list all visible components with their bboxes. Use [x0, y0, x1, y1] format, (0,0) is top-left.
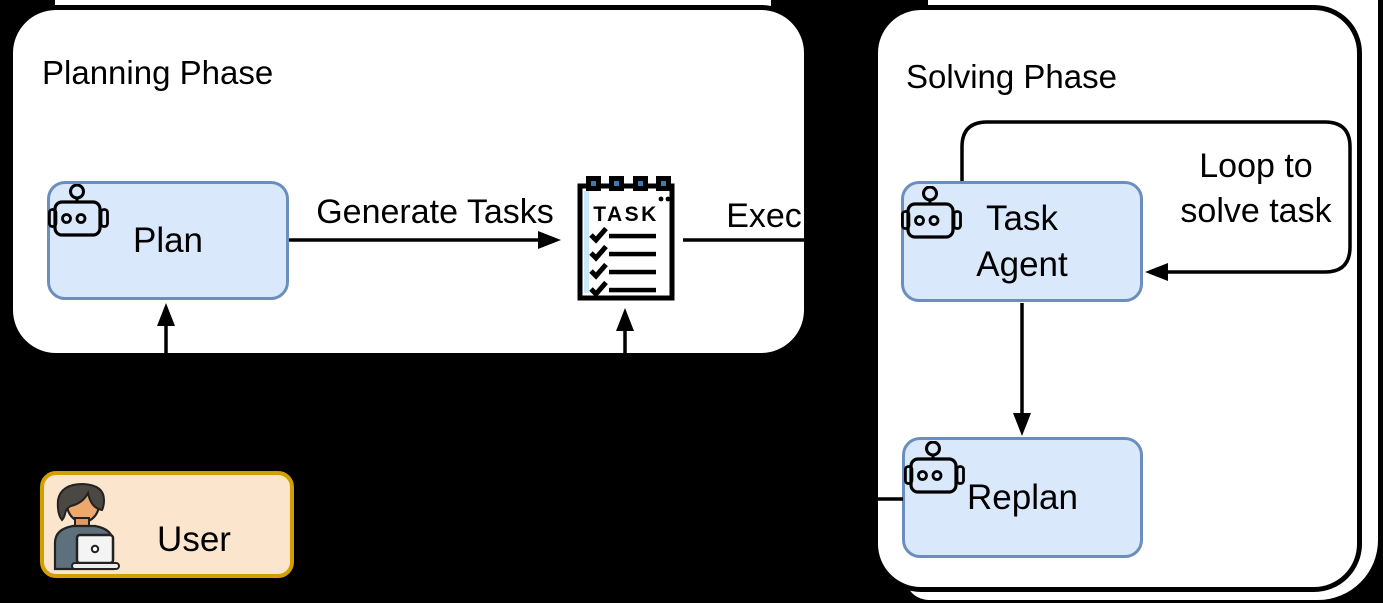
task-icon-header-text: TASK: [593, 203, 659, 226]
plan-node-label: Plan: [132, 220, 204, 260]
task-icon-checkmark: [589, 280, 608, 298]
cropped-white-edge-top-left: [55, 0, 771, 6]
task-icon-checkmark: [589, 262, 608, 280]
user-node: User: [40, 471, 294, 578]
task-icon-blue-strip: [584, 191, 589, 293]
task-list-icon: TASK: [577, 176, 675, 301]
task-icon-line: [609, 251, 656, 257]
task-icon-checkmark: [589, 244, 608, 262]
solving-phase-title: Solving Phase: [906, 58, 1117, 95]
task-icon-checkmark: [589, 226, 608, 244]
exec-arrow-label: Exec: [726, 197, 802, 235]
robot-icon: [48, 184, 109, 237]
replan-agent-node: Replan: [902, 437, 1143, 558]
task-icon-line: [609, 233, 656, 239]
generate-tasks-arrow-label: Generate Tasks: [316, 193, 554, 231]
planning-phase-title: Planning Phase: [42, 54, 274, 91]
task-icon-line: [609, 269, 656, 275]
person-at-laptop-icon: [53, 482, 120, 571]
plan-agent-node: Plan: [47, 181, 289, 300]
task-icon-checklist-rows: [589, 226, 656, 298]
user-node-label: User: [157, 520, 231, 559]
loop-annotation: Loop to solve task: [1180, 147, 1332, 230]
robot-icon: [904, 441, 965, 494]
task-icon-binder-clips: [586, 176, 671, 191]
replan-node-label: Replan: [967, 477, 1078, 517]
task-icon-line: [609, 287, 656, 293]
robot-icon: [901, 186, 962, 239]
